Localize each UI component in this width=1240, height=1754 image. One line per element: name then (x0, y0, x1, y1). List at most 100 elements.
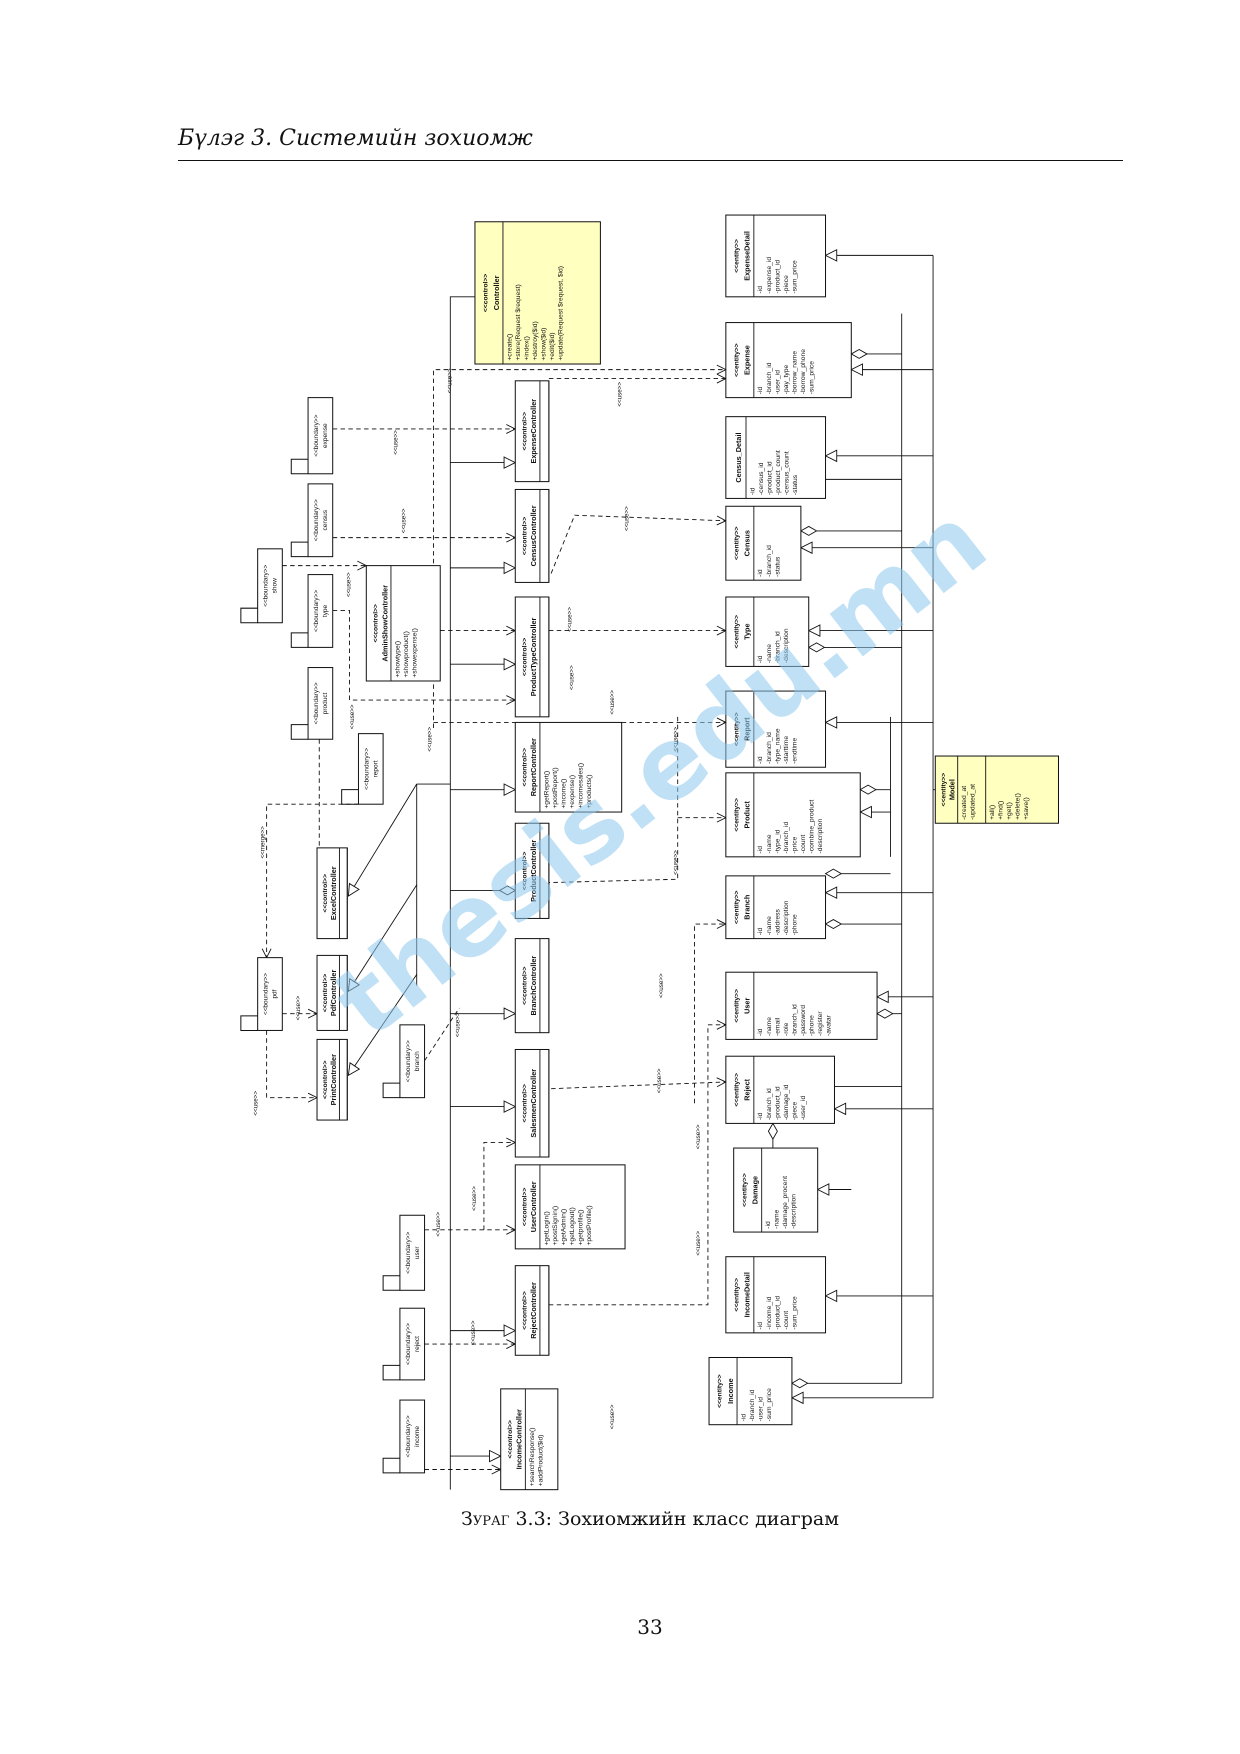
class-attribute: -id (740, 1414, 747, 1422)
boundary-name: pdf (272, 989, 279, 998)
class-expense-detail: <<entity>>ExpenseDetail-id-expense_id-pr… (725, 214, 827, 298)
class-name: Census (743, 530, 752, 556)
class-stereotype: <<control>> (521, 1291, 528, 1330)
class-box (725, 1055, 835, 1124)
class-method: +show($id) (540, 328, 547, 361)
class-stereotype: <<entity>> (733, 1073, 740, 1107)
class-name: PrintController (329, 1054, 338, 1105)
class-user: <<entity>>User-id-name-email-role-branch… (725, 971, 878, 1040)
class-attribute: -id (757, 387, 764, 395)
generalization-line (347, 884, 418, 993)
class-box (316, 1038, 348, 1121)
class-stereotype: <<entity>> (733, 239, 740, 273)
boundary-stereotype: <<boundary>> (313, 414, 320, 456)
class-attribute: -id (757, 1028, 764, 1036)
stereotype-label: <<use>> (295, 995, 302, 1020)
class-pdf-controller: <<control>>PdfController (316, 954, 348, 1031)
class-attribute: -name (774, 1209, 781, 1228)
stereotype-label: <<use>> (471, 1186, 478, 1211)
class-method: +index() (523, 336, 530, 360)
class-stereotype: <<entity>> (733, 890, 740, 924)
stereotype-label: <<use>> (656, 1068, 663, 1093)
class-method: +getLogin() (543, 1211, 550, 1245)
class-stereotype: <<control>> (322, 874, 329, 913)
stereotype-label: <<use>> (673, 727, 680, 752)
boundary-icon (382, 1457, 400, 1474)
class-attribute: -name (766, 834, 773, 853)
class-stereotype: <<control>> (507, 1420, 514, 1459)
class-name: IncomeDetail (743, 1272, 752, 1317)
boundary-census: <<boundary>>census (290, 483, 334, 558)
stereotype-label: <<use>> (470, 1320, 477, 1345)
class-method: +edit($id) (549, 332, 556, 360)
class-method: +find() (998, 801, 1005, 820)
dependency-line (266, 1030, 319, 1103)
class-method: +destroy($id) (532, 321, 539, 360)
class-attribute: -expense_id (766, 257, 773, 294)
class-attribute: -id (749, 487, 756, 495)
class-attribute: -name (766, 1017, 773, 1036)
stereotype-label: <<use>> (617, 382, 624, 407)
class-attribute: -register (817, 1011, 824, 1036)
class-box (365, 565, 441, 682)
class-box (500, 1388, 559, 1491)
class-name: Product (743, 801, 752, 829)
class-method: +getReport() (543, 771, 550, 809)
class-attribute: -name (766, 644, 773, 663)
class-box (316, 954, 348, 1031)
class-stereotype: <<entity>> (733, 712, 740, 746)
class-income-detail: <<entity>>IncomeDetail-id-income_id-prod… (725, 1256, 827, 1334)
boundary-icon (382, 1364, 400, 1381)
stereotype-label: <<use>> (446, 368, 453, 393)
class-attribute: -name (766, 916, 773, 935)
class-method: +searchResponse() (529, 1427, 536, 1486)
class-attribute: -description (783, 628, 790, 663)
class-box (514, 596, 550, 718)
class-stereotype: <<entity>> (733, 526, 740, 560)
class-box (725, 416, 827, 499)
class-attribute: -starttime (783, 736, 790, 764)
boundary-icon (240, 1015, 258, 1031)
class-name: ReportController (529, 738, 538, 796)
class-name: User (743, 998, 752, 1014)
stereotype-label: <<use>> (566, 607, 573, 632)
class-attribute: -price (791, 836, 798, 853)
class-method: +delete() (1015, 793, 1022, 820)
figure-caption-text: Зохиомжийн класс диаграм (558, 1508, 840, 1530)
boundary-stereotype: <<boundary>> (313, 682, 320, 724)
class-method: +showtype() (394, 641, 401, 678)
class-reject-controller: <<control>>RejectController (514, 1265, 550, 1356)
class-attribute: -combine_product (808, 800, 815, 854)
class-attribute: -role (783, 1022, 790, 1036)
class-controller: <<control>>Controller+create()+store(Req… (474, 221, 601, 365)
class-attribute: -id (757, 1322, 764, 1330)
boundary-user: <<boundary>>user (382, 1214, 426, 1291)
boundary-box (357, 733, 384, 805)
stereotype-label: <<use>> (609, 690, 616, 715)
boundary-type: <<boundary>>type (290, 574, 334, 648)
class-attribute: -endtime (791, 737, 798, 763)
class-stereotype: <<entity>> (733, 343, 740, 377)
boundary-box (307, 574, 334, 648)
class-attribute: -id (757, 928, 764, 936)
class-attribute: -branch_id (749, 1389, 756, 1421)
boundary-stereotype: <<boundary>> (405, 1415, 412, 1457)
class-attribute: -branch_id (766, 545, 773, 577)
class-box (514, 1164, 626, 1250)
class-name: Controller (492, 275, 501, 310)
class-attribute: -id (757, 846, 764, 854)
class-attribute: -description (783, 900, 790, 935)
boundary-name: report (373, 760, 380, 777)
class-attribute: -piece (791, 1101, 798, 1120)
class-box (514, 1048, 550, 1158)
class-stereotype: <<control>> (521, 966, 528, 1005)
class-box (725, 690, 827, 768)
class-income-controller: <<control>>IncomeController+searchRespon… (500, 1388, 559, 1491)
class-expense: <<entity>>Expense-id-branch_id-user_id-p… (725, 322, 852, 399)
class-method: +update(Request $request, $id) (557, 266, 564, 361)
stereotype-label: <<use>> (609, 1404, 616, 1429)
class-producttype-controller: <<control>>ProductTypeController (514, 596, 550, 718)
class-box (733, 1147, 819, 1233)
boundary-stereotype: <<boundary>> (313, 499, 320, 541)
class-attribute: -type_id (774, 829, 781, 853)
